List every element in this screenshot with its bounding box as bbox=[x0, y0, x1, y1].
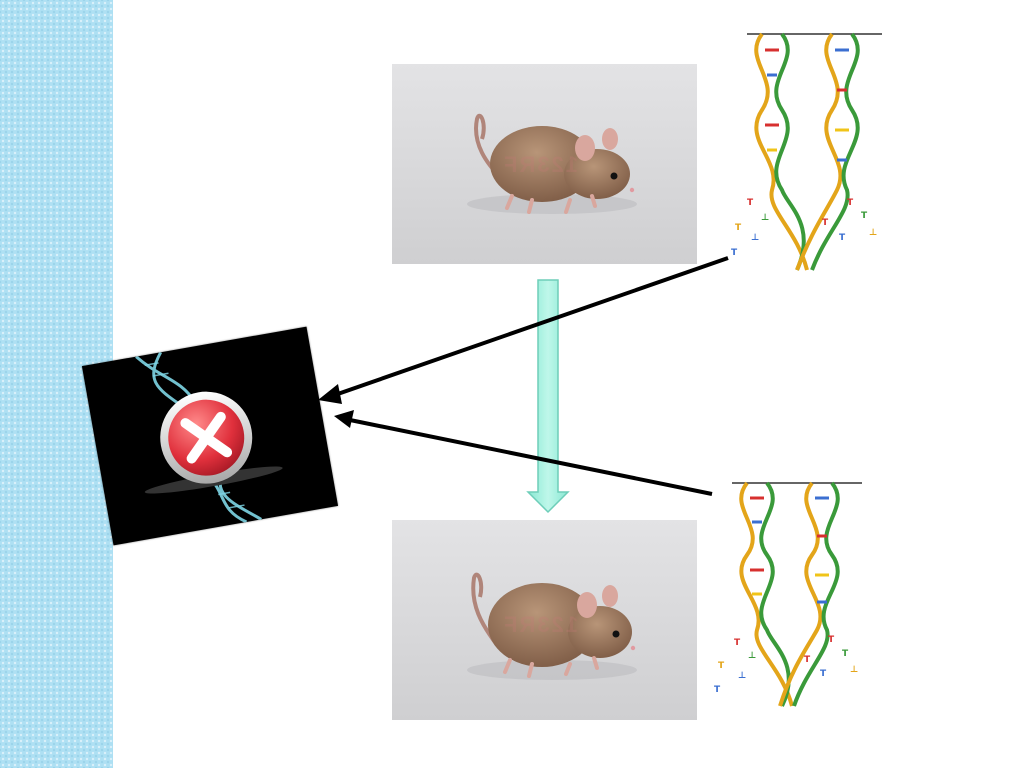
svg-text:T: T bbox=[828, 635, 835, 645]
dna-replication-diagram-top: T ⊥ T ⊥ T T T ⊥ T T bbox=[727, 30, 887, 272]
mouse-photo-bottom: 123RF bbox=[392, 520, 697, 720]
svg-text:⊥: ⊥ bbox=[738, 671, 746, 681]
svg-text:T: T bbox=[822, 218, 829, 228]
svg-text:T: T bbox=[731, 248, 738, 258]
svg-text:T: T bbox=[804, 655, 811, 665]
svg-text:⊥: ⊥ bbox=[761, 213, 769, 223]
svg-text:T: T bbox=[714, 685, 721, 695]
svg-text:T: T bbox=[839, 233, 846, 243]
svg-text:T: T bbox=[842, 649, 849, 659]
svg-text:⊥: ⊥ bbox=[748, 651, 756, 661]
svg-text:⊥: ⊥ bbox=[751, 233, 759, 243]
dna-replication-diagram-bottom: T ⊥ T ⊥ T T T ⊥ T T bbox=[712, 480, 872, 708]
svg-text:⊥: ⊥ bbox=[850, 665, 858, 675]
pointer-arrow-top bbox=[331, 256, 729, 398]
svg-text:T: T bbox=[747, 198, 754, 208]
svg-text:T: T bbox=[820, 669, 827, 679]
svg-text:T: T bbox=[861, 211, 868, 221]
svg-text:T: T bbox=[718, 661, 725, 671]
svg-text:T: T bbox=[847, 198, 854, 208]
svg-text:T: T bbox=[734, 638, 741, 648]
svg-text:T: T bbox=[735, 223, 742, 233]
close-x-icon bbox=[180, 411, 233, 464]
mouse-photo-top: 123RF bbox=[392, 64, 697, 264]
dna-error-card bbox=[81, 326, 339, 546]
svg-text:⊥: ⊥ bbox=[869, 228, 877, 238]
pointer-arrow-bottom bbox=[349, 418, 713, 496]
